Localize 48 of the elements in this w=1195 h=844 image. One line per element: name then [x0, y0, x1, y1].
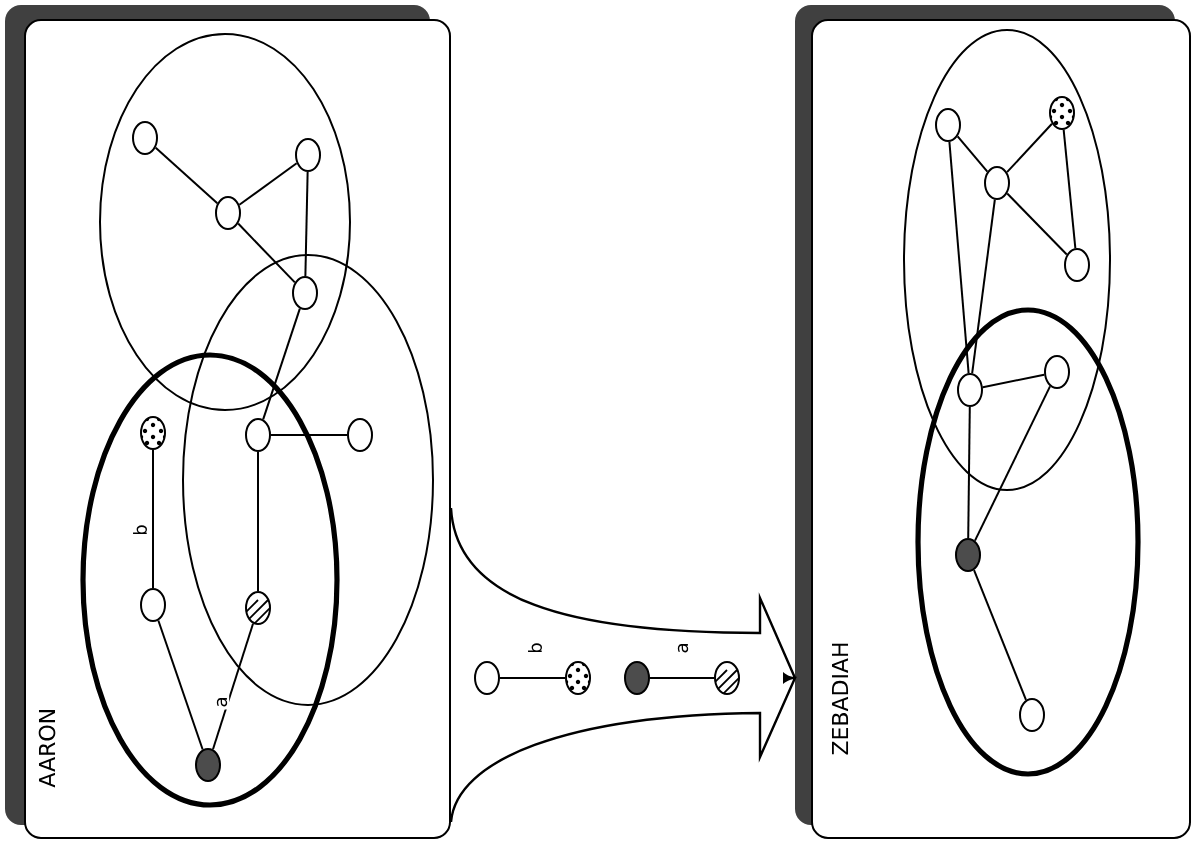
node-circle: [474, 661, 500, 695]
card: ZEBADIAH: [795, 5, 1191, 839]
edge-label: b: [131, 522, 149, 538]
connector-line: [152, 449, 154, 589]
node-circle: [1049, 96, 1075, 130]
connector-line: [956, 135, 989, 173]
node-circle: [955, 538, 981, 572]
node-circle: [292, 276, 318, 310]
group-ellipse: [915, 307, 1141, 777]
connector-line: [974, 385, 1052, 542]
connector-line: [1062, 128, 1077, 250]
node-circle: [295, 138, 321, 172]
group-ellipse: [182, 254, 434, 706]
connector-line: [270, 434, 348, 436]
node-circle: [245, 591, 271, 625]
node-circle: [565, 661, 591, 695]
group-ellipse: [99, 33, 351, 411]
edge-label: a: [675, 640, 691, 656]
node-circle: [215, 196, 241, 230]
connector-line: [1006, 122, 1053, 174]
connector-line: [212, 622, 254, 751]
connector-line: [238, 162, 298, 206]
connector-line: [154, 146, 219, 205]
node-circle: [714, 661, 740, 695]
edge-label: b: [526, 640, 544, 656]
node-circle: [1019, 698, 1045, 732]
connector-line: [237, 222, 296, 284]
node-circle: [957, 373, 983, 407]
connector-line: [649, 677, 715, 679]
node-circle: [935, 108, 961, 142]
node-circle: [132, 121, 158, 155]
connector-line: [1006, 192, 1068, 256]
node-circle: [624, 661, 650, 695]
connector-line: [967, 406, 971, 539]
connector-line: [971, 198, 996, 375]
connector-line: [157, 619, 204, 751]
connector-line: [981, 373, 1046, 389]
connector-line: [262, 307, 301, 421]
connector-line: [499, 677, 566, 679]
group-ellipse: [80, 352, 340, 808]
node-circle: [195, 748, 221, 782]
node-circle: [140, 416, 166, 450]
group-ellipse: [903, 29, 1111, 491]
connector-line: [257, 451, 259, 592]
connector-line: [304, 171, 309, 277]
connector-line: [948, 140, 970, 375]
connector-line: [973, 569, 1027, 701]
transfer-arrow: [449, 507, 797, 824]
